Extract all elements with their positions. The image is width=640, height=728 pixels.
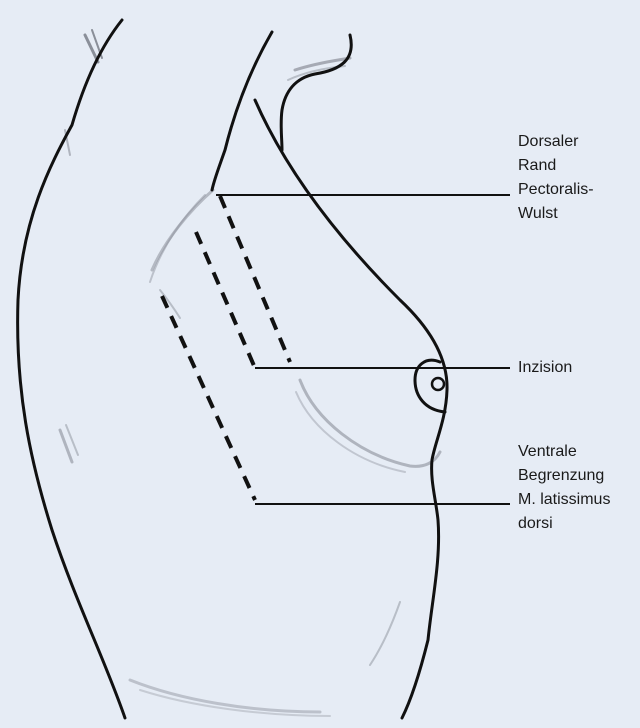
label-line: M. latissimus (518, 488, 610, 512)
label-dorsaler-rand-pectoralis-wulst: Dorsaler Rand Pectoralis- Wulst (518, 130, 594, 226)
label-line: Pectoralis- (518, 178, 594, 202)
chest-breast-contour (255, 100, 447, 718)
label-inzision: Inzision (518, 356, 572, 380)
neck-contour (281, 35, 351, 150)
nipple (432, 378, 444, 390)
label-line: Inzision (518, 356, 572, 380)
label-line: Begrenzung (518, 464, 610, 488)
label-ventrale-begrenzung: Ventrale Begrenzung M. latissimus dorsi (518, 440, 610, 536)
dashed-line-latissimus (162, 296, 255, 500)
dashed-line-pectoralis-edge (220, 196, 290, 362)
label-line: Dorsaler (518, 130, 594, 154)
label-line: Ventrale (518, 440, 610, 464)
dashed-lines (162, 196, 290, 500)
shoulder-contour (212, 32, 272, 190)
label-line: Wulst (518, 202, 594, 226)
dashed-line-incision (196, 232, 255, 368)
back-contour (18, 20, 125, 718)
label-line: dorsi (518, 512, 610, 536)
label-line: Rand (518, 154, 594, 178)
shading-strokes (60, 30, 440, 716)
